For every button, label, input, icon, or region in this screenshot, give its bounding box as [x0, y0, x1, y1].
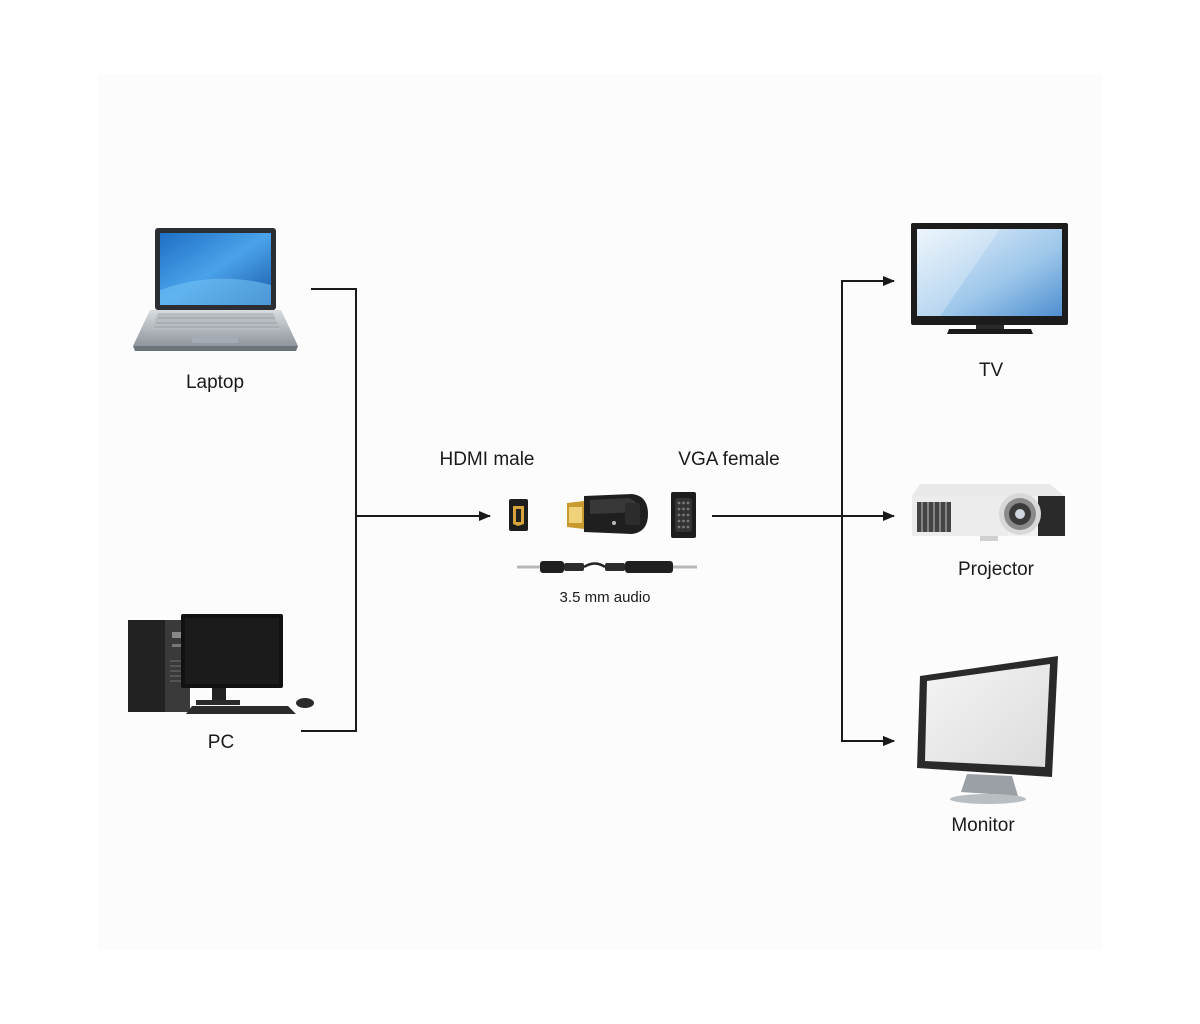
- output-connector-lines: [712, 280, 895, 746]
- audio-label: 3.5 mm audio: [559, 589, 651, 606]
- pc-icon: [128, 614, 314, 714]
- monitor-label: Monitor: [951, 815, 1015, 836]
- adapter-icon: [567, 494, 648, 534]
- monitor-icon: [917, 656, 1058, 804]
- hdmi-port-icon: [509, 499, 528, 531]
- tv-label: TV: [978, 360, 1004, 381]
- tv-icon: [911, 223, 1068, 334]
- laptop-label: Laptop: [185, 372, 245, 393]
- vga-port-icon: [671, 492, 696, 538]
- hdmi-male-label: HDMI male: [439, 449, 535, 470]
- projector-label: Projector: [957, 559, 1035, 580]
- audio-cable-icon: [517, 561, 697, 573]
- pc-label: PC: [207, 732, 235, 753]
- projector-icon: [912, 484, 1065, 541]
- source-connector-lines: [301, 288, 491, 732]
- laptop-icon: [133, 228, 298, 351]
- vga-female-label: VGA female: [678, 449, 780, 470]
